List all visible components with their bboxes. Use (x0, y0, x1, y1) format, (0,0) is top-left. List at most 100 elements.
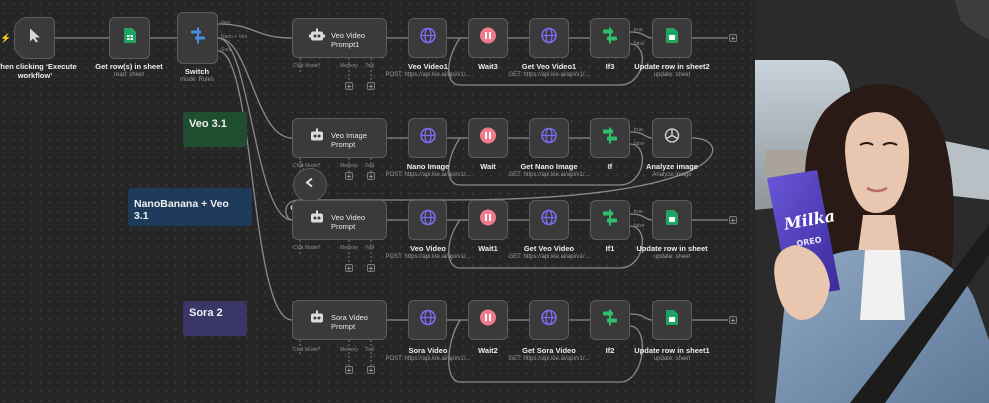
add-node-button[interactable]: + (729, 34, 737, 43)
tool-port: Tool (365, 163, 375, 169)
pause-icon (480, 209, 496, 231)
openai-icon (664, 128, 680, 149)
get-nano-image-label: Get Nano Image (520, 162, 578, 171)
cursor-icon (28, 28, 42, 49)
false-port: false (634, 141, 645, 147)
sora-video-node[interactable] (408, 300, 447, 340)
if2-node[interactable] (590, 300, 630, 340)
update-sheet1-sub: update: sheet (653, 356, 691, 362)
if-icon (602, 309, 618, 331)
get-rows-label: Get row(s) in sheet (95, 62, 163, 71)
analyze-image-node[interactable] (652, 118, 692, 158)
globe-icon (419, 309, 436, 331)
veo-video-sub: POST: https://api.kie.ai/api/v1/... (385, 254, 471, 260)
get-rows-node[interactable] (109, 17, 150, 59)
add-tool-button[interactable]: + (367, 82, 375, 91)
if-label: If (607, 162, 613, 171)
switch-sub: mode: Rules (180, 77, 214, 83)
wait2-node[interactable] (468, 300, 508, 340)
gpt-model-node[interactable] (293, 168, 327, 202)
get-veo-video-sub: GET: https://api.kie.ai/api/v1/... (508, 254, 590, 260)
switch-out-veo: Veo (221, 20, 230, 26)
chat-model-port: Chat Model* (293, 347, 321, 353)
tool-port: Tool (365, 63, 375, 69)
sheets-icon (123, 28, 136, 48)
if3-node[interactable] (590, 18, 630, 58)
add-node-button[interactable]: + (729, 316, 737, 325)
if-icon (602, 209, 618, 231)
update-sheet2-node[interactable] (652, 18, 692, 58)
if3-label: If3 (605, 62, 615, 71)
get-veo-video-label: Get Veo Video (523, 244, 575, 253)
sora-prompt-title: Sora Video Prompt (331, 313, 368, 331)
veo-video-node[interactable] (408, 200, 447, 240)
wait3-node[interactable] (468, 18, 508, 58)
if-node[interactable] (590, 118, 630, 158)
get-sora-video-node[interactable] (529, 300, 569, 340)
update-sheet1-label: Update row in sheet1 (634, 346, 710, 355)
sheets-icon (666, 28, 678, 48)
add-tool-button[interactable]: + (367, 264, 375, 273)
veo-prompt1-node[interactable]: Veo Video Prompt1 (292, 18, 387, 58)
switch-node[interactable] (177, 12, 218, 64)
veo-prompt1-title: Veo Video Prompt1 (331, 31, 366, 49)
sticky-note-sora2[interactable]: Sora 2 (183, 301, 247, 336)
globe-icon (541, 127, 557, 149)
memory-port: Memory (340, 163, 359, 169)
update-sheet2-label: Update row in sheet2 (634, 62, 710, 71)
veo-prompt-node[interactable]: Veo Video Prompt (292, 200, 387, 240)
true-port: true (634, 209, 643, 215)
switch-icon (190, 27, 206, 49)
openai-icon (303, 176, 317, 195)
add-memory-button[interactable]: + (345, 366, 353, 375)
sora-prompt-node[interactable]: Sora Video Prompt (292, 300, 387, 340)
add-node-button[interactable]: + (729, 216, 737, 225)
pause-icon (480, 127, 496, 149)
workflow-canvas[interactable]: Veo 3.1 NanoBanana + Veo 3.1 Sora 2 ⚡ Wh… (0, 0, 755, 403)
add-memory-button[interactable]: + (345, 264, 353, 273)
sticky-note-nanobanana[interactable]: NanoBanana + Veo 3.1 (128, 188, 252, 226)
robot-icon (309, 28, 325, 48)
add-memory-button[interactable]: + (345, 82, 353, 91)
wait3-label: Wait3 (478, 62, 498, 71)
veo-image-prompt-node[interactable]: Veo Image Prompt (292, 118, 387, 158)
add-memory-button[interactable]: + (345, 172, 353, 181)
get-veo-video1-sub: GET: https://api.kie.ai/api/v1/... (508, 72, 590, 78)
false-port: false (634, 41, 645, 47)
tool-port: Tool (365, 245, 375, 251)
photo-panel: Milka OREO (755, 0, 989, 403)
lightning-icon: ⚡ (0, 33, 12, 43)
memory-port: Memory (340, 63, 359, 69)
veo-video1-label: Veo Video1 (408, 62, 448, 71)
pause-icon (480, 27, 496, 49)
veo-video1-node[interactable] (408, 18, 447, 58)
if1-label: If1 (605, 244, 615, 253)
update-sheet-label: Update row in sheet (636, 244, 708, 253)
get-nano-image-node[interactable] (529, 118, 569, 158)
get-veo-video-node[interactable] (529, 200, 569, 240)
if1-node[interactable] (590, 200, 630, 240)
trigger-label: When clicking ‘Execute workflow’ (0, 62, 77, 80)
get-veo-video1-node[interactable] (529, 18, 569, 58)
update-sheet2-sub: update: sheet (653, 72, 691, 78)
wait-node[interactable] (468, 118, 508, 158)
nano-image-sub: POST: https://api.kie.ai/api/v1/... (385, 172, 471, 178)
update-sheet1-node[interactable] (652, 300, 692, 340)
switch-label: Switch (184, 67, 210, 76)
analyze-image-sub: Analyze image (652, 172, 692, 178)
trigger-node[interactable] (14, 17, 55, 59)
chat-model-port: Chat Model* (293, 245, 321, 251)
add-tool-button[interactable]: + (367, 172, 375, 181)
globe-icon (541, 309, 557, 331)
memory-port: Memory (340, 245, 359, 251)
add-tool-button[interactable]: + (367, 366, 375, 375)
get-sora-video-label: Get Sora Video (522, 346, 576, 355)
update-sheet-node[interactable] (652, 200, 692, 240)
wait1-node[interactable] (468, 200, 508, 240)
chat-model-port: Chat Model* (293, 163, 321, 169)
memory-port: Memory (340, 347, 359, 353)
nano-image-node[interactable] (408, 118, 447, 158)
sticky-note-veo31[interactable]: Veo 3.1 (183, 112, 247, 147)
svg-text:OREO: OREO (796, 235, 823, 248)
robot-icon (309, 210, 325, 230)
